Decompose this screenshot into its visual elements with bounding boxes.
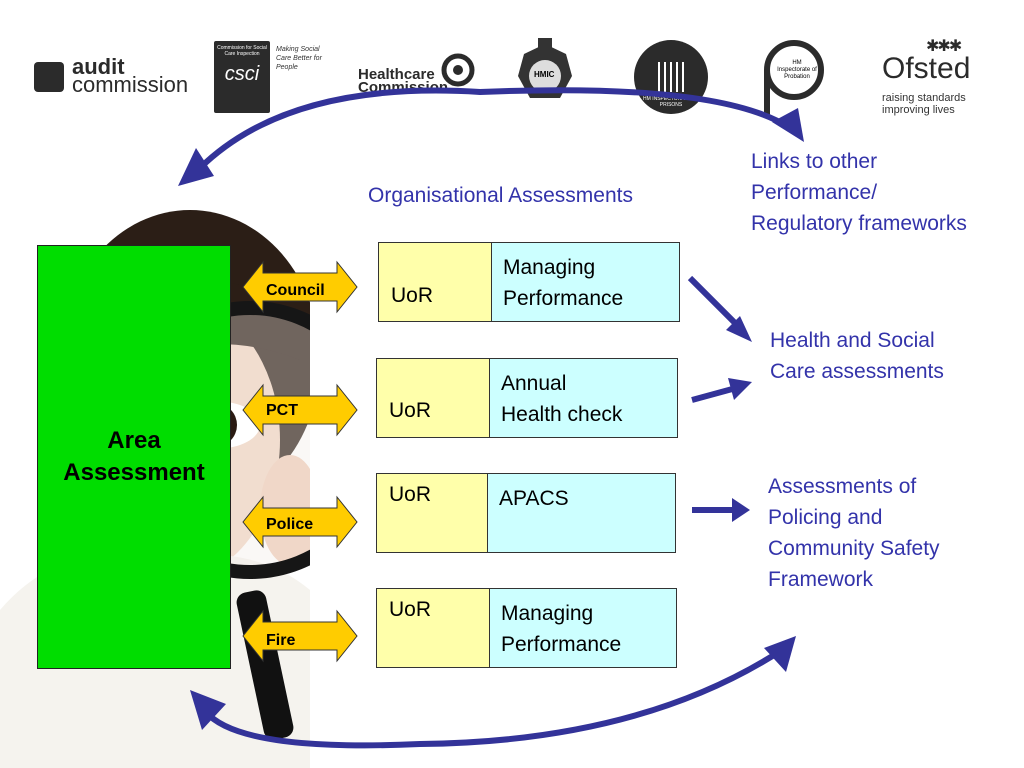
council-double-arrow — [242, 260, 358, 314]
bottom-arrow-head-left — [190, 690, 226, 730]
probation-stem-icon — [764, 70, 770, 118]
healthcare-line1: Healthcare — [358, 66, 435, 83]
uor-box-fire: UoR — [376, 588, 491, 668]
agency-label-police: Police — [266, 516, 314, 533]
arrow-to-health-1-head — [726, 316, 752, 342]
policing-line-3: Community Safety — [768, 537, 940, 560]
health-social-care-label: Health and Social Care assessments — [770, 325, 944, 387]
policing-line-2: Policing and — [768, 506, 883, 529]
links-label: Links to other Performance/ Regulatory f… — [751, 146, 1021, 239]
policing-line-1: Assessments of — [768, 475, 917, 498]
top-curved-arrow — [197, 87, 792, 171]
pct-double-arrow — [242, 383, 358, 437]
organisational-assessments-title: Organisational Assessments — [368, 184, 633, 207]
csci-emblem-text: csci — [224, 63, 260, 85]
area-assessment-box: Area Assessment — [37, 245, 231, 669]
ofsted-stars-icon: ✱✱✱ — [926, 38, 962, 55]
assessment-box-council: Managing Performance — [491, 242, 680, 322]
uor-text-fire: UoR — [389, 598, 432, 621]
health-line-1: Health and Social — [770, 329, 935, 352]
hmic-badge-icon — [518, 38, 572, 98]
ofsted-logo: ✱✱✱ Ofsted raising standards improving l… — [880, 38, 990, 120]
agency-label-council: Council — [266, 282, 325, 299]
assessment-police-line-1: APACS — [499, 487, 569, 510]
uor-text-pct: UoR — [389, 399, 432, 422]
ofsted-tagline-2: improving lives — [882, 104, 955, 116]
ofsted-tagline-1: raising standards — [882, 92, 966, 104]
assessment-box-fire: Managing Performance — [489, 588, 677, 668]
links-line-2: Performance/ — [751, 181, 878, 204]
area-line-2: Assessment — [63, 459, 205, 486]
hm-prisons-grille-icon — [658, 62, 684, 92]
uor-box-pct: UoR — [376, 358, 491, 438]
top-arrow-head-right — [772, 108, 804, 142]
agency-label-fire: Fire — [266, 632, 296, 649]
csci-tagline: Making Social Care Better for People — [276, 46, 322, 71]
arrow-to-health-2 — [691, 385, 737, 403]
uor-text-council: UoR — [391, 284, 434, 307]
health-line-2: Care assessments — [770, 360, 944, 383]
assessment-box-police: APACS — [487, 473, 676, 553]
links-line-1: Links to other — [751, 150, 878, 173]
bottom-arrow-head-right — [764, 636, 796, 672]
agency-label-pct: PCT — [266, 402, 298, 419]
ofsted-name: Ofsted — [882, 52, 971, 85]
uor-box-council: UoR — [378, 242, 493, 322]
uor-text-police: UoR — [389, 483, 432, 506]
csci-emblem: Commission for Social Care Inspection cs… — [214, 41, 270, 113]
audit-commission-line2: commission — [72, 72, 189, 97]
arrow-to-health-2-head — [728, 378, 752, 400]
fire-double-arrow — [242, 609, 358, 663]
csci-logo: Commission for Social Care Inspection cs… — [214, 41, 336, 121]
assessment-pct-line-2: Health check — [501, 403, 623, 426]
assessment-fire-line-1: Managing — [501, 602, 594, 625]
top-arrow-head-left — [178, 148, 214, 186]
assessment-council-line-2: Performance — [503, 287, 624, 310]
police-double-arrow — [242, 495, 358, 549]
hm-prisons-text: HM INSPECTORATE OF PRISONS — [643, 96, 699, 108]
arrow-to-health-1 — [687, 275, 745, 333]
probation-logo: HM Inspectorate of Probation — [762, 40, 832, 118]
assessment-council-line-1: Managing — [503, 256, 596, 279]
hmic-badge-text: HMIC — [534, 70, 555, 79]
bottom-curved-arrow — [203, 647, 784, 749]
assessment-box-pct: Annual Health check — [489, 358, 678, 438]
probation-text: HM Inspectorate of Probation — [777, 60, 817, 80]
assessment-pct-line-1: Annual — [501, 372, 567, 395]
policing-line-4: Framework — [768, 568, 874, 591]
area-line-1: Area — [107, 427, 161, 454]
hm-prisons-logo: HM INSPECTORATE OF PRISONS — [634, 40, 708, 114]
links-line-3: Regulatory frameworks — [751, 212, 967, 235]
audit-commission-line1: audit — [72, 54, 125, 79]
assessment-fire-line-2: Performance — [501, 633, 622, 656]
policing-assessments-label: Assessments of Policing and Community Sa… — [768, 471, 940, 595]
audit-commission-emblem-icon — [34, 62, 64, 92]
uor-box-police: UoR — [376, 473, 491, 553]
csci-small-text: Commission for Social Care Inspection — [217, 45, 267, 57]
arrow-to-policing-head — [732, 498, 750, 522]
audit-commission-logo: audit commission — [34, 54, 194, 98]
healthcare-swirl-icon — [441, 53, 475, 87]
